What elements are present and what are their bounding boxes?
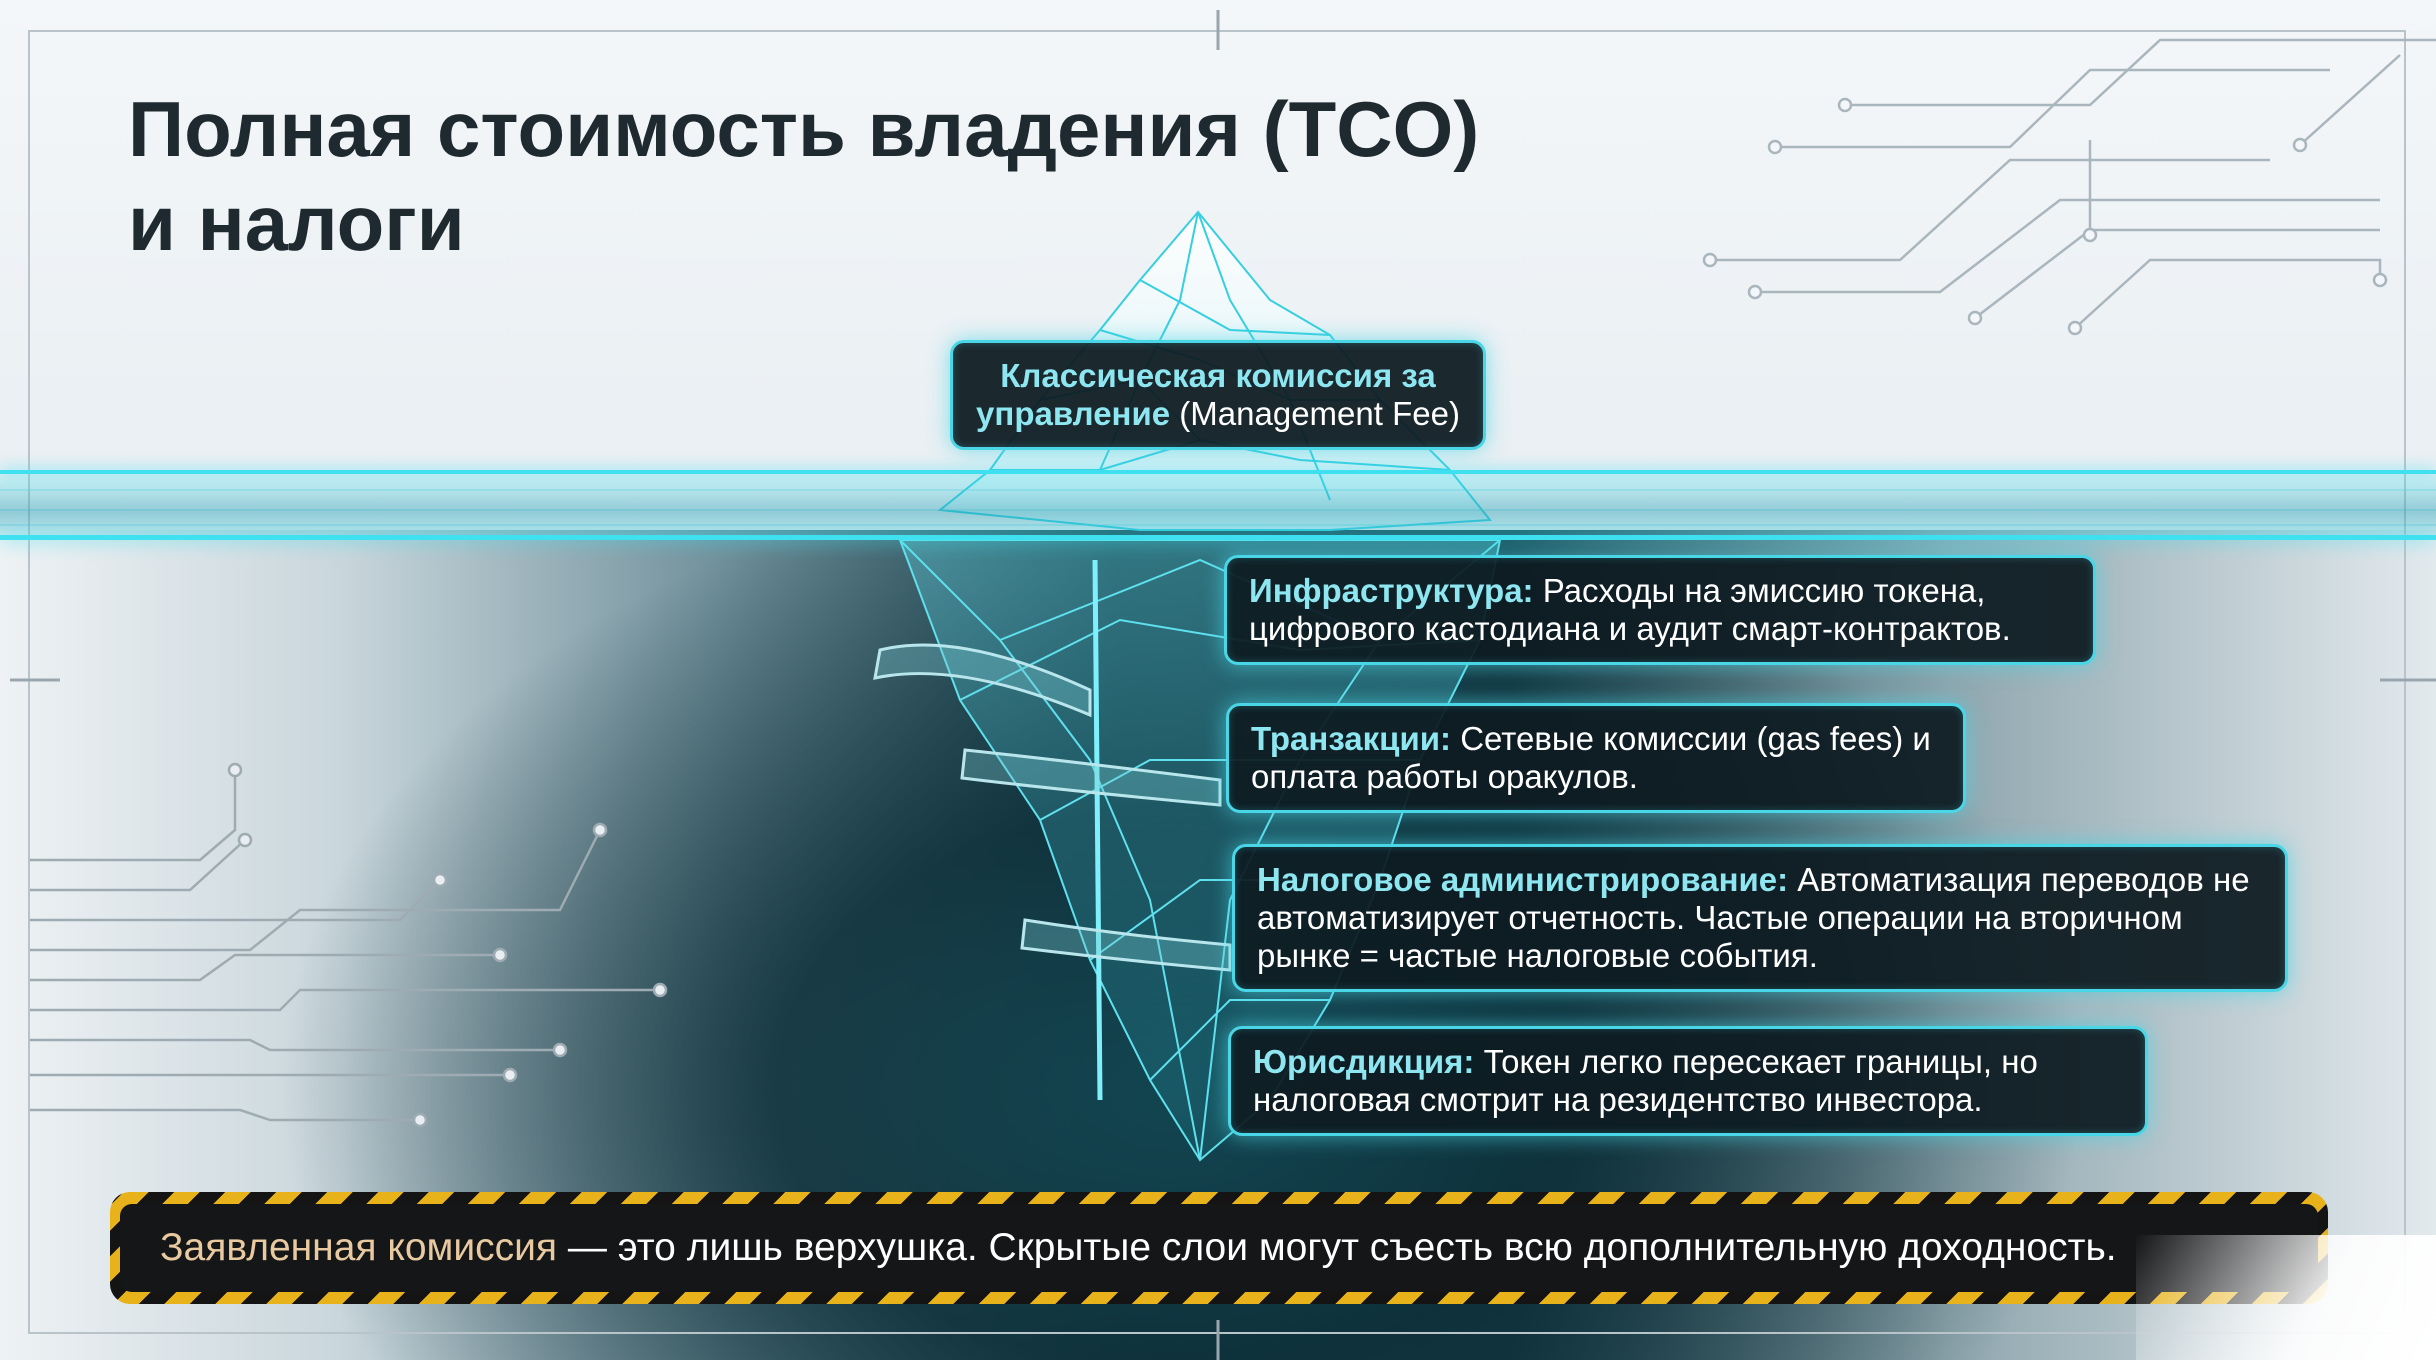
callout-jurisdiction: Юрисдикция: Токен легко пересекает грани… — [1228, 1026, 2148, 1136]
callout-label: Инфраструктура: — [1249, 572, 1534, 609]
waterline — [0, 470, 2436, 540]
banner-text: Заявленная комиссия — это лишь верхушка.… — [160, 1204, 2117, 1292]
circuit-traces-top-right — [1710, 38, 2436, 329]
spiral-walkways — [873, 643, 1232, 972]
callout-text: Сетевые комиссии (gas fees) и оплата раб… — [1251, 720, 1931, 795]
water-grid — [0, 489, 2436, 526]
callout-label: Транзакции: — [1251, 720, 1452, 757]
corner-fade — [2136, 1235, 2436, 1360]
callout-text: Автоматизация переводов не автоматизируе… — [1257, 861, 2250, 974]
callout-tax-administration: Налоговое администрирование: Автоматизац… — [1232, 844, 2288, 992]
warning-banner: Заявленная комиссия — это лишь верхушка.… — [110, 1192, 2328, 1304]
title-line-1: Полная стоимость владения (TCO) — [128, 85, 1480, 173]
callout-text: Расходы на эмиссию токена, цифрового кас… — [1249, 572, 2011, 647]
circuit-traces-left — [30, 770, 660, 1122]
callout-infrastructure: Инфраструктура: Расходы на эмиссию токен… — [1224, 555, 2096, 665]
callout-text: Токен легко пересекает границы, но налог… — [1253, 1043, 2038, 1118]
callout-label: Налоговое администрирование: — [1257, 861, 1789, 898]
banner-message: — это лишь верхушка. Скрытые слои могут … — [557, 1226, 2117, 1269]
callout-label: Юрисдикция: — [1253, 1043, 1475, 1080]
callout-label: Классическая комиссия за управление — [976, 357, 1436, 432]
callout-management-fee: Классическая комиссия за управление (Man… — [950, 340, 1486, 450]
banner-inner: Заявленная комиссия — это лишь верхушка.… — [120, 1204, 2318, 1292]
callout-text: (Management Fee) — [1170, 395, 1460, 432]
frame-ticks — [10, 10, 2436, 1360]
slide-title: Полная стоимость владения (TCO) и налоги — [128, 82, 1628, 270]
callout-transactions: Транзакции: Сетевые комиссии (gas fees) … — [1226, 703, 1966, 813]
title-line-2: и налоги — [128, 179, 465, 267]
banner-highlight: Заявленная комиссия — [160, 1226, 558, 1269]
